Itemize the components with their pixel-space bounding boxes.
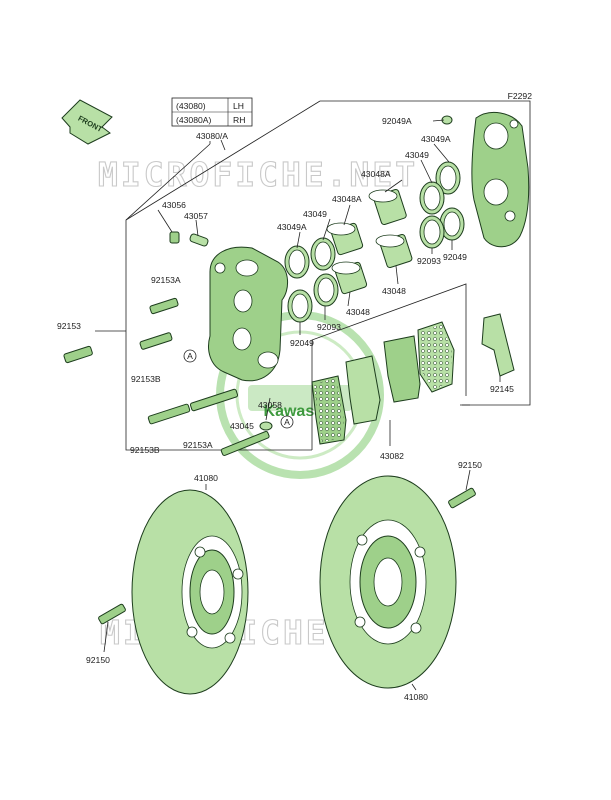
callout-41080-right: 41080 bbox=[404, 692, 428, 702]
callout-92049a: 92049A bbox=[382, 116, 412, 126]
callouts: 92049A 43049A 43049 43048A 43048A 43049 … bbox=[57, 116, 514, 702]
front-arrow-icon: FRONT bbox=[61, 99, 113, 145]
table-assembly: 43080/A bbox=[196, 131, 228, 141]
svg-text:A: A bbox=[187, 351, 193, 361]
table-side-lh: LH bbox=[233, 101, 244, 111]
table-side-rh: RH bbox=[233, 115, 245, 125]
callout-92153a-top: 92153A bbox=[151, 275, 181, 285]
callout-43049-top: 43049 bbox=[405, 150, 429, 160]
ref-marker-a: A A bbox=[183, 349, 294, 429]
callout-92049-left: 92049 bbox=[290, 338, 314, 348]
callout-43048-left: 43048 bbox=[346, 307, 370, 317]
callout-43058: 43058 bbox=[258, 400, 282, 410]
callout-92145: 92145 bbox=[490, 384, 514, 394]
leader-lines bbox=[95, 119, 501, 691]
callout-92153a-bottom: 92153A bbox=[183, 440, 213, 450]
brake-disc-left bbox=[131, 489, 249, 695]
callout-43082: 43082 bbox=[380, 451, 404, 461]
callout-92153: 92153 bbox=[57, 321, 81, 331]
caliper-part-table: (43080) LH (43080A) RH 43080/A bbox=[171, 97, 253, 141]
caliper-body-right bbox=[471, 111, 530, 248]
callout-43048a-left: 43048A bbox=[332, 194, 362, 204]
callout-43056: 43056 bbox=[162, 200, 186, 210]
figure-code: F2292 bbox=[508, 91, 533, 101]
pad-spring bbox=[481, 313, 515, 377]
callout-43045: 43045 bbox=[230, 421, 254, 431]
watermark-top: MICROFICHE.NET bbox=[98, 155, 418, 194]
callout-43049-mid: 43049 bbox=[303, 209, 327, 219]
brake-disc-right bbox=[319, 475, 457, 689]
pistons-and-seals bbox=[284, 115, 465, 323]
brake-pads bbox=[311, 321, 455, 445]
caliper-body-left bbox=[208, 246, 288, 382]
callout-92093-right: 92093 bbox=[417, 256, 441, 266]
callout-92150-right: 92150 bbox=[458, 460, 482, 470]
svg-text:A: A bbox=[284, 417, 290, 427]
bolts bbox=[63, 231, 476, 625]
callout-92049-right: 92049 bbox=[443, 252, 467, 262]
table-part-rh: (43080A) bbox=[176, 115, 211, 125]
assembly-frame bbox=[125, 100, 531, 451]
callout-43057: 43057 bbox=[184, 211, 208, 221]
callout-43048a-right: 43048A bbox=[361, 169, 391, 179]
callout-43048-right: 43048 bbox=[382, 286, 406, 296]
callout-43049a-left: 43049A bbox=[277, 222, 307, 232]
callout-92153b-top: 92153B bbox=[131, 374, 161, 384]
table-part-lh: (43080) bbox=[176, 101, 206, 111]
callout-92153b-bottom: 92153B bbox=[130, 445, 160, 455]
callout-92150-left: 92150 bbox=[86, 655, 110, 665]
callout-92093-left: 92093 bbox=[317, 322, 341, 332]
callout-41080-left: 41080 bbox=[194, 473, 218, 483]
callout-43049a-top: 43049A bbox=[421, 134, 451, 144]
